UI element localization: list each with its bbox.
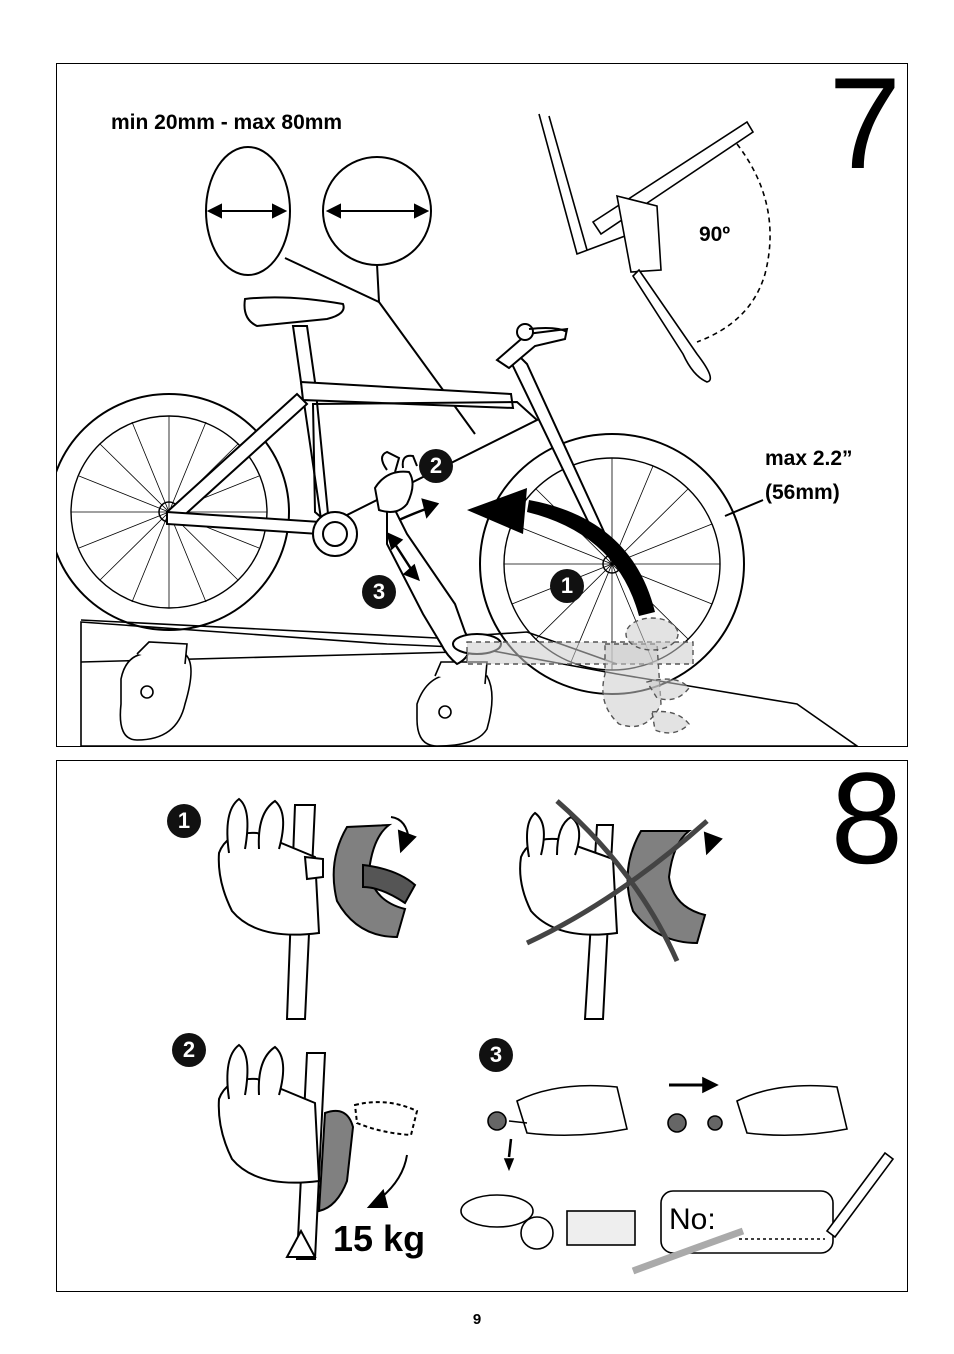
badge-8-3: 3	[479, 1038, 513, 1072]
step-8-panel: 8	[56, 760, 908, 1292]
badge-1: 1	[550, 569, 584, 603]
badge-3: 3	[362, 575, 396, 609]
tube-diameter-diagram	[205, 146, 476, 435]
badge-8-2: 2	[172, 1033, 206, 1067]
angle-label: 90º	[699, 223, 731, 246]
step-7-panel: 7 min 20mm - max 80mm 90º max 2.2” (56mm…	[56, 63, 908, 747]
lever-close-figure	[217, 1043, 419, 1260]
max-weight-label: 15 kg	[333, 1218, 426, 1259]
clamp-arrows	[386, 498, 440, 582]
badge-8-1: 1	[167, 804, 201, 838]
incorrect-strap-figure	[519, 799, 723, 1020]
bike-frame	[165, 296, 607, 557]
step-number-8: 8	[830, 760, 903, 891]
key-number-label: No:	[669, 1203, 716, 1236]
bike-mounting-illustration	[57, 113, 859, 746]
correct-strap-figure	[217, 797, 417, 1020]
tyre-width-label-line2: (56mm)	[765, 481, 840, 504]
badge-2: 2	[419, 449, 453, 483]
clamp-lock-illustration	[217, 797, 895, 1275]
key-lock-figure	[460, 1076, 895, 1275]
tyre-width-label-line1: max 2.2”	[765, 447, 853, 470]
diameter-range-label: min 20mm - max 80mm	[111, 111, 343, 134]
ghost-clamp	[466, 617, 694, 734]
page-number: 9	[472, 1311, 482, 1328]
fork-holder	[373, 450, 502, 666]
step-number-7: 7	[828, 63, 901, 196]
insertion-arrow	[467, 488, 655, 616]
angle-inset	[538, 113, 771, 383]
